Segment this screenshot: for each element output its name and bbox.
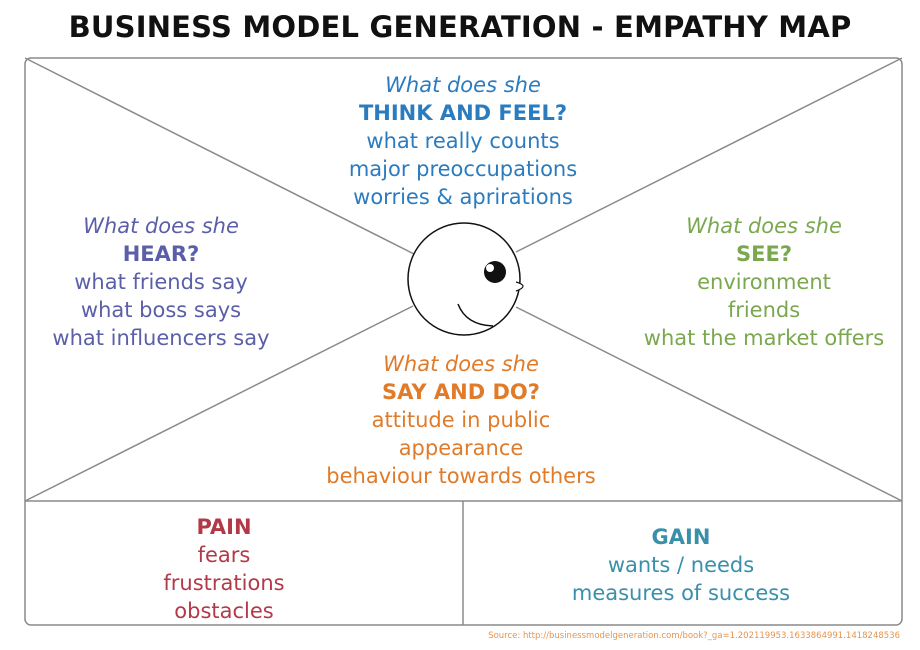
source-credit: Source: http://businessmodelgeneration.c… bbox=[488, 631, 900, 641]
see-item: friends bbox=[727, 298, 801, 322]
think-feel-item: what really counts bbox=[366, 129, 560, 153]
see-section: What does she SEE? environment friends w… bbox=[632, 212, 896, 352]
pain-item: obstacles bbox=[174, 599, 274, 623]
think-feel-item: major preoccupations bbox=[348, 157, 578, 181]
hear-item: what friends say bbox=[74, 270, 248, 294]
say-do-item: behaviour towards others bbox=[326, 464, 596, 488]
gain-section: GAIN wants / needs measures of success bbox=[546, 523, 816, 607]
pain-item: frustrations bbox=[163, 571, 285, 595]
diagonal-top-right bbox=[515, 57, 903, 253]
think-feel-heading: THINK AND FEEL? bbox=[358, 101, 568, 125]
see-heading: SEE? bbox=[736, 242, 792, 266]
page-title: BUSINESS MODEL GENERATION - EMPATHY MAP bbox=[68, 10, 852, 44]
hear-section: What does she HEAR? what friends say wha… bbox=[36, 212, 286, 352]
hear-item: what boss says bbox=[80, 298, 242, 322]
think-feel-section: What does she THINK AND FEEL? what reall… bbox=[313, 71, 613, 211]
gain-item: wants / needs bbox=[607, 553, 755, 577]
hear-item: what influencers say bbox=[52, 326, 270, 350]
see-item: environment bbox=[697, 270, 831, 294]
think-feel-item: worries & aprirations bbox=[353, 185, 573, 209]
pain-section: PAIN fears frustrations obstacles bbox=[104, 513, 344, 625]
head-icon bbox=[407, 222, 524, 336]
pain-item: fears bbox=[197, 543, 251, 567]
say-do-item: appearance bbox=[398, 436, 524, 460]
diagonal-top-left bbox=[24, 57, 415, 255]
hear-heading: HEAR? bbox=[122, 242, 200, 266]
think-feel-question: What does she bbox=[385, 73, 541, 97]
diagonal-bottom-left bbox=[24, 305, 414, 502]
say-do-section: What does she SAY AND DO? attitude in pu… bbox=[306, 350, 616, 490]
diagonal-bottom-right bbox=[515, 306, 903, 502]
pain-heading: PAIN bbox=[196, 515, 252, 539]
see-question: What does she bbox=[686, 214, 842, 238]
gain-item: measures of success bbox=[571, 581, 791, 605]
say-do-item: attitude in public bbox=[371, 408, 551, 432]
hear-question: What does she bbox=[83, 214, 239, 238]
gain-heading: GAIN bbox=[651, 525, 711, 549]
say-do-question: What does she bbox=[383, 352, 539, 376]
see-item: what the market offers bbox=[643, 326, 885, 350]
say-do-heading: SAY AND DO? bbox=[382, 380, 540, 404]
